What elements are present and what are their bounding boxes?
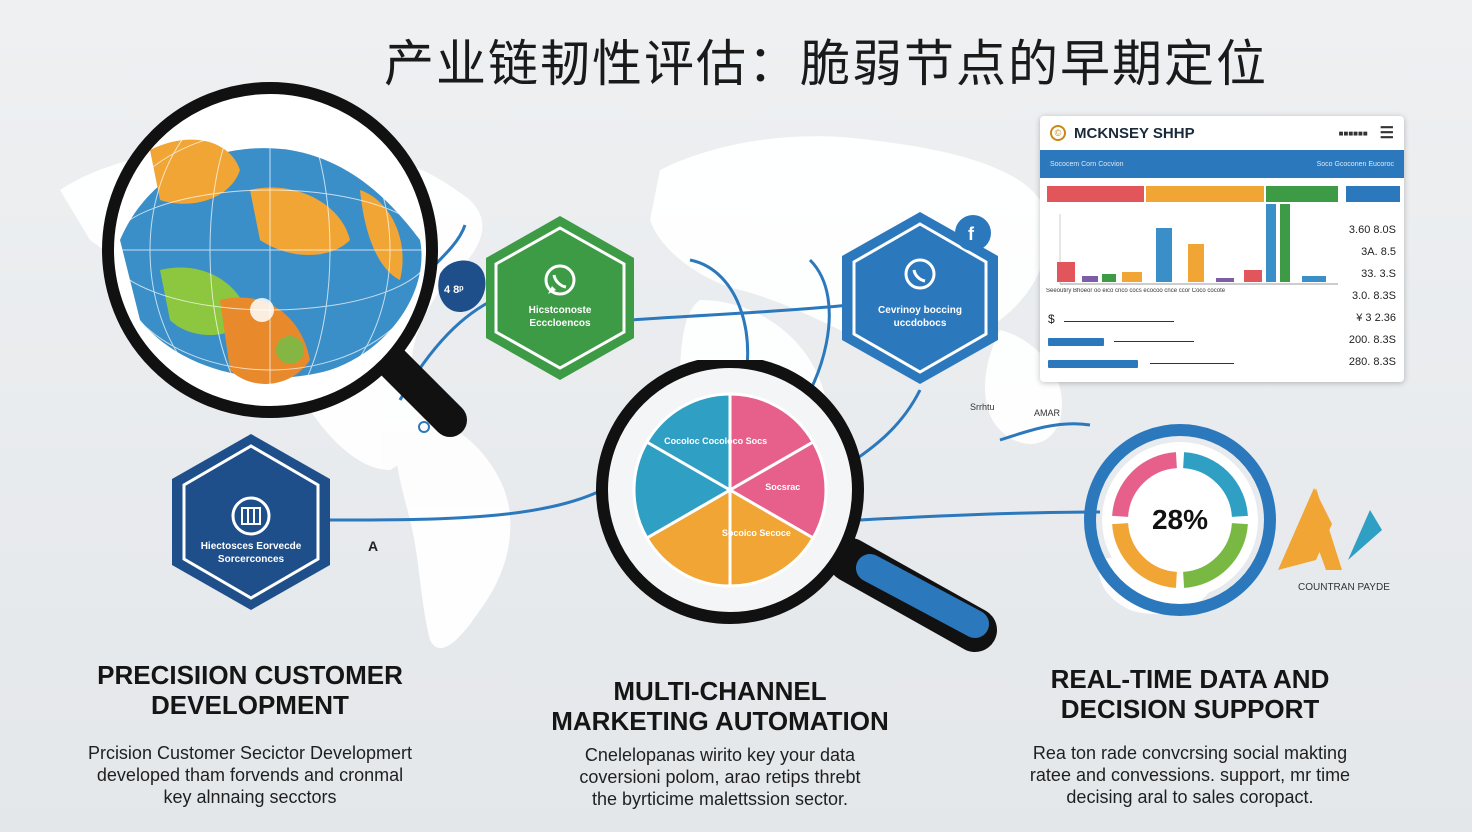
- dashboard-header: © MCKNSEY SHHP ■■■■■■ ☰: [1040, 116, 1404, 150]
- percent-value: 28%: [1151, 504, 1209, 535]
- call-hexagon-label: Cevrinoy boccing uccdobocs: [878, 305, 962, 329]
- ring-segment: [1182, 452, 1248, 518]
- dashboard-row-line: [1150, 363, 1234, 364]
- pie-slice-label: Socoico Secoce: [721, 527, 791, 538]
- dashboard-value-5: ¥ 3 2.36: [1356, 312, 1396, 324]
- ring-segment: [1182, 522, 1248, 588]
- building-icon: [231, 496, 271, 536]
- map-label-c: A: [368, 538, 379, 554]
- whatsapp-hexagon-label: Hicstconoste Ecccloencos: [528, 305, 592, 329]
- dashboard-value-7: 280. 8.3S: [1348, 356, 1396, 368]
- dashboard-bar-chart: [1047, 186, 1400, 285]
- chart-axis-caption: Seeoutiry Bhoeor oo eico cnco cocs ecoco…: [1046, 288, 1226, 294]
- brand-chevron-logo: [1278, 488, 1382, 570]
- dashboard-value-3: 33. 3.S: [1361, 268, 1396, 280]
- section-2-heading: MULTI-CHANNEL MARKETING AUTOMATION: [551, 676, 889, 736]
- whatsapp-icon: [544, 264, 576, 296]
- customer-hexagon-label: Hiectosces Eorvecde Sorcerconces: [200, 541, 302, 565]
- dashboard-panel: © MCKNSEY SHHP ■■■■■■ ☰ Sococem Corn Coc…: [1040, 116, 1404, 382]
- section-3-body: Rea ton rade convcrsing social makting r…: [1029, 743, 1351, 807]
- pie-slice: [728, 392, 816, 493]
- section-1-heading: PRECISIION CUSTOMER DEVELOPMENT: [97, 660, 403, 720]
- globe-magnifier: [102, 82, 467, 437]
- whatsapp-hexagon: [486, 216, 634, 380]
- call-hexagon: [842, 212, 998, 384]
- dashboard-value-4: 3.0. 8.3S: [1351, 290, 1396, 302]
- brand-logo-icon: ©: [1050, 125, 1066, 141]
- location-badge-text: 4 8ᵖ: [444, 284, 464, 296]
- dashboard-value-1: 3.60 8.0S: [1348, 224, 1396, 236]
- section-1-body: Prcision Customer Secictor Developmert d…: [87, 743, 413, 807]
- pie-slice-label: Socs: [745, 436, 768, 447]
- dashboard-row-line: [1064, 321, 1174, 322]
- section-3-heading: REAL-TIME DATA AND DECISION SUPPORT: [1050, 664, 1330, 724]
- dashboard-toolbar: Sococem Corn Cocvion Soco Gcoconen Eucor…: [1040, 150, 1404, 178]
- percent-ring: [1084, 424, 1276, 616]
- map-label-b: AMAR: [1034, 408, 1061, 418]
- pie-slice-label: Cocoloc Cocoloco: [664, 436, 744, 447]
- status-dots-icon: ■■■■■■: [1338, 128, 1368, 138]
- dashboard-value-2: 3A. 8.5: [1361, 246, 1396, 258]
- ring-segment: [1112, 522, 1178, 588]
- svg-text:f: f: [968, 224, 975, 244]
- dashboard-row-bar: [1048, 360, 1138, 368]
- phone-bubble-icon: [904, 258, 936, 290]
- page-title: 产业链韧性评估：脆弱节点的早期定位: [384, 35, 1268, 93]
- pie-slice: [727, 439, 828, 541]
- toolbar-left-text: Sococem Corn Cocvion: [1050, 160, 1124, 168]
- section-2-body: Cnelelopanas wirito key your data covers…: [579, 745, 861, 809]
- brand-logo-caption: COUNTRAN PAYDE: [1298, 582, 1390, 593]
- facebook-icon: f: [955, 215, 991, 251]
- ring-segment: [1112, 452, 1178, 518]
- dashboard-brand: MCKNSEY SHHP: [1074, 124, 1195, 142]
- pie-slice: [632, 439, 733, 541]
- customer-hexagon: [172, 434, 330, 610]
- dashboard-row-bar: [1048, 338, 1104, 346]
- toolbar-right-text: Soco Gcoconen Eucoroc: [1316, 160, 1394, 168]
- pie-slice: [644, 392, 732, 493]
- pie-slice: [728, 487, 816, 588]
- dashboard-dollar: $: [1048, 312, 1055, 326]
- dashboard-menu: ■■■■■■ ☰: [1339, 123, 1394, 143]
- pie-slice: [644, 487, 732, 588]
- pie-slice-label: Socsrac: [765, 482, 801, 492]
- dashboard-value-6: 200. 8.3S: [1348, 334, 1396, 346]
- pie-magnifier: [596, 360, 997, 652]
- map-label-a: Srrhtu: [970, 402, 995, 412]
- dashboard-row-line: [1114, 341, 1194, 342]
- location-badge-icon: [438, 260, 486, 312]
- hamburger-menu-icon[interactable]: ☰: [1379, 125, 1394, 142]
